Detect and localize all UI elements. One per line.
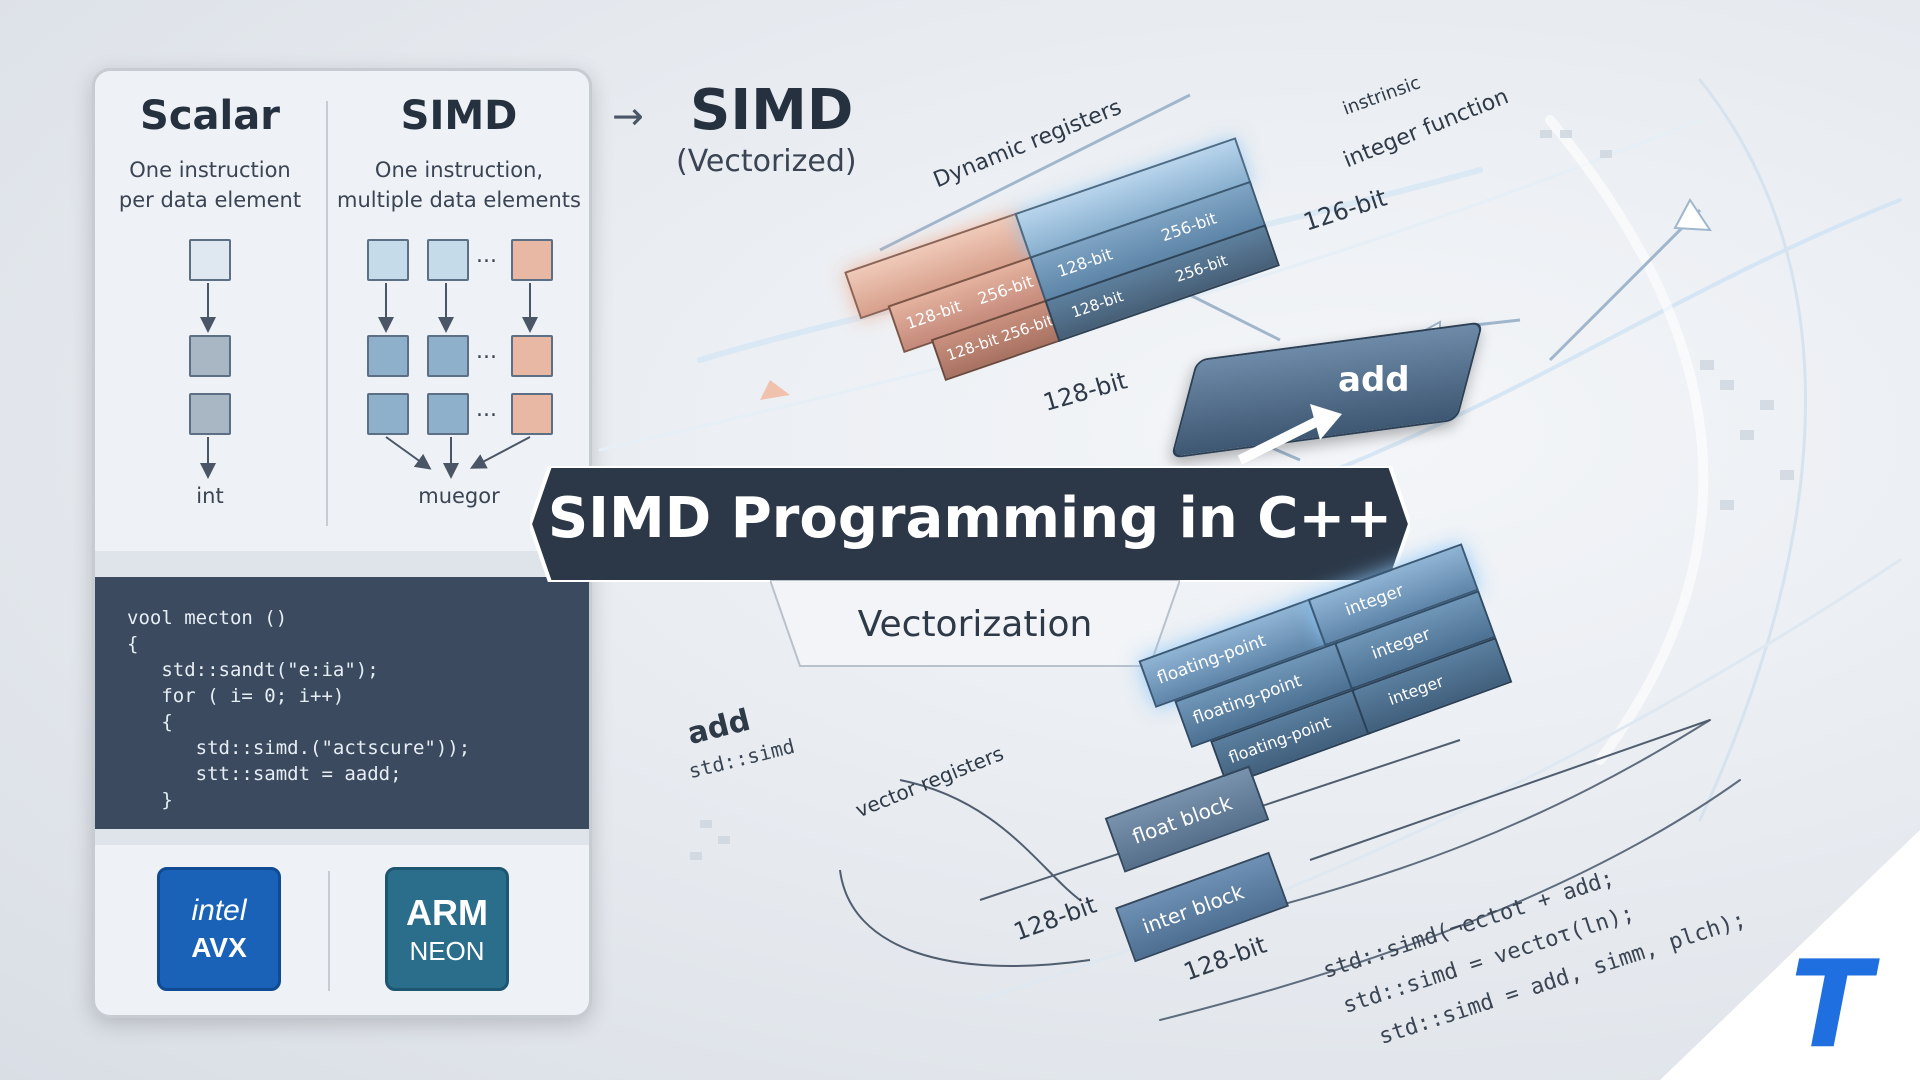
ellipsis: ... xyxy=(476,397,497,422)
scalar-square-1 xyxy=(189,239,231,281)
t-logo-icon: T xyxy=(1790,936,1872,1075)
simd-square xyxy=(367,393,409,435)
arm-logo-text: ARM xyxy=(406,891,488,933)
register-cell-label: 256-bit xyxy=(1173,251,1230,286)
simd-square xyxy=(427,239,469,281)
register-cell-label: 128-bit xyxy=(944,330,1001,365)
code-block: vool mecton () { std::sandt("e:ia"); for… xyxy=(95,577,589,829)
intel-avx-logo: intel AVX xyxy=(157,867,281,991)
arm-neon-logo: ARM NEON xyxy=(385,867,509,991)
code-line: stt::samdt = aadd; xyxy=(127,763,402,785)
register-cell-label: 128-bit xyxy=(903,296,964,334)
title-banner xyxy=(530,466,1410,582)
column-divider xyxy=(326,101,328,526)
code-line: for ( i= 0; i++) xyxy=(127,685,345,707)
banner-subtitle: Vectorization xyxy=(857,604,1093,645)
simd-square xyxy=(367,335,409,377)
scalar-subtitle-line2: per data element xyxy=(118,188,302,212)
banner-title: SIMD Programming in C++ xyxy=(547,486,1393,551)
register-cell-label: 256-bit xyxy=(1158,208,1219,246)
simd-square xyxy=(511,335,553,377)
register-cell-label: integer xyxy=(1368,624,1433,664)
scalar-vs-simd-panel: Scalar One instruction per data element … xyxy=(92,68,592,1018)
header-arrow: → xyxy=(612,94,644,138)
simd-square xyxy=(427,335,469,377)
simd-bottom-label: muegor xyxy=(418,484,500,508)
register-cell-label: integer xyxy=(1342,580,1407,621)
ellipsis: ... xyxy=(476,243,497,268)
register-cell-label: 256-bit xyxy=(975,271,1036,309)
code-line: { xyxy=(127,711,173,733)
badge-divider xyxy=(328,871,330,991)
scalar-bottom-label: int xyxy=(196,484,224,508)
scalar-square-3 xyxy=(189,393,231,435)
flow-arrows xyxy=(200,283,538,479)
add-operation-label: add xyxy=(1338,360,1410,400)
code-line: std::sandt("e:ia"); xyxy=(127,659,379,681)
code-line: vool mecton () xyxy=(127,607,288,629)
simd-square xyxy=(367,239,409,281)
register-cell-label: integer xyxy=(1385,671,1447,709)
header-subtitle: (Vectorized) xyxy=(676,144,857,179)
code-line: { xyxy=(127,633,139,655)
register-cell-label: 128-bit xyxy=(1069,287,1126,322)
ellipsis: ... xyxy=(476,339,497,364)
simd-square xyxy=(511,239,553,281)
header-title: SIMD xyxy=(690,78,854,143)
scalar-title: Scalar xyxy=(140,93,280,139)
avx-logo-text: AVX xyxy=(191,932,247,963)
simd-subtitle-line1: One instruction, xyxy=(374,158,544,182)
simd-square xyxy=(511,393,553,435)
scalar-square-2 xyxy=(189,335,231,377)
separator-band xyxy=(95,829,589,845)
logo-corner xyxy=(1660,830,1920,1080)
code-line: } xyxy=(127,789,173,811)
scalar-subtitle-line1: One instruction xyxy=(129,158,291,182)
simd-subtitle-line2: multiple data elements xyxy=(337,188,581,212)
register-cell-label: 128-bit xyxy=(1054,244,1115,281)
separator-band xyxy=(95,551,589,577)
register-cell-label: 256-bit xyxy=(999,311,1056,346)
intel-logo-text: intel xyxy=(191,894,247,927)
simd-title: SIMD xyxy=(400,93,518,139)
add-arrow xyxy=(1237,404,1342,465)
simd-square xyxy=(427,393,469,435)
code-line: std::simd.("actscure")); xyxy=(127,737,471,759)
neon-logo-text: NEON xyxy=(409,935,485,966)
